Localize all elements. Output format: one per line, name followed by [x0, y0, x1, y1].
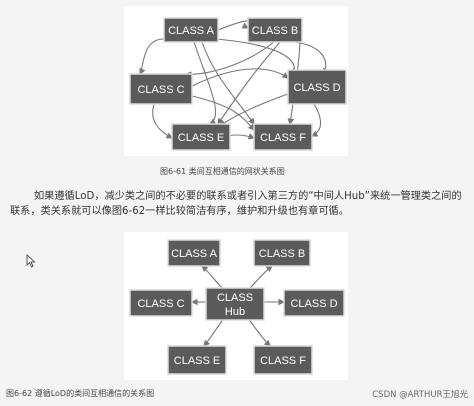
hub-class-c-box: CLASS C: [129, 289, 193, 317]
hub-class-a-box: CLASS A: [167, 239, 221, 267]
hub-class-b-label: CLASS B: [259, 248, 305, 260]
class-e-box: CLASS E: [171, 123, 231, 151]
csdn-watermark: CSDN @ARTHUR王旭光: [372, 390, 468, 400]
hub-class-d-label: CLASS D: [290, 298, 337, 310]
figure-1-caption: 图6-61 类间互相通信的网状关系图: [160, 167, 285, 176]
mesh-diagram: CLASS A CLASS B CLASS C CLASS D CLASS E …: [124, 6, 348, 156]
hub-center-label-line1: CLASS: [217, 292, 253, 304]
class-d-box: CLASS D: [287, 69, 347, 105]
class-c-label: CLASS C: [137, 84, 184, 96]
figure-2-caption: 图6-62 遵循LoD的类间互相通信的关系图: [6, 389, 155, 398]
hub-class-d-box: CLASS D: [283, 289, 345, 317]
class-d-label: CLASS D: [293, 82, 340, 94]
paragraph-text: 如果遵循LoD，减少类之间的不必要的联系或者引入第三方的“中间人Hub”来统一管…: [10, 191, 462, 217]
hub-class-a-label: CLASS A: [171, 248, 218, 260]
class-f-box: CLASS F: [253, 123, 313, 151]
hub-center-label-line2: Hub: [225, 306, 245, 318]
hub-class-f-label: CLASS F: [260, 355, 306, 367]
class-f-label: CLASS F: [260, 132, 306, 144]
hub-class-e-box: CLASS E: [167, 345, 227, 375]
class-e-label: CLASS E: [178, 132, 224, 144]
class-a-label: CLASS A: [168, 25, 215, 37]
body-paragraph: 如果遵循LoD，减少类之间的不必要的联系或者引入第三方的“中间人Hub”来统一管…: [10, 189, 466, 219]
hub-class-e-label: CLASS E: [174, 355, 220, 367]
mouse-cursor-icon: [26, 254, 36, 268]
mesh-connectors: [139, 20, 330, 140]
class-a-box: CLASS A: [163, 17, 219, 43]
hub-diagram-svg: CLASS A CLASS B CLASS C CLASS Hub CLASS …: [129, 239, 345, 375]
hub-class-c-label: CLASS C: [137, 298, 184, 310]
hub-center-box: CLASS Hub: [205, 287, 265, 321]
class-b-label: CLASS B: [252, 25, 298, 37]
mesh-diagram-svg: CLASS A CLASS B CLASS C CLASS D CLASS E …: [129, 17, 347, 151]
hub-diagram: CLASS A CLASS B CLASS C CLASS Hub CLASS …: [124, 232, 348, 380]
hub-class-f-box: CLASS F: [253, 345, 313, 375]
class-c-box: CLASS C: [129, 73, 193, 105]
hub-class-b-box: CLASS B: [253, 239, 311, 267]
class-b-box: CLASS B: [247, 17, 303, 43]
